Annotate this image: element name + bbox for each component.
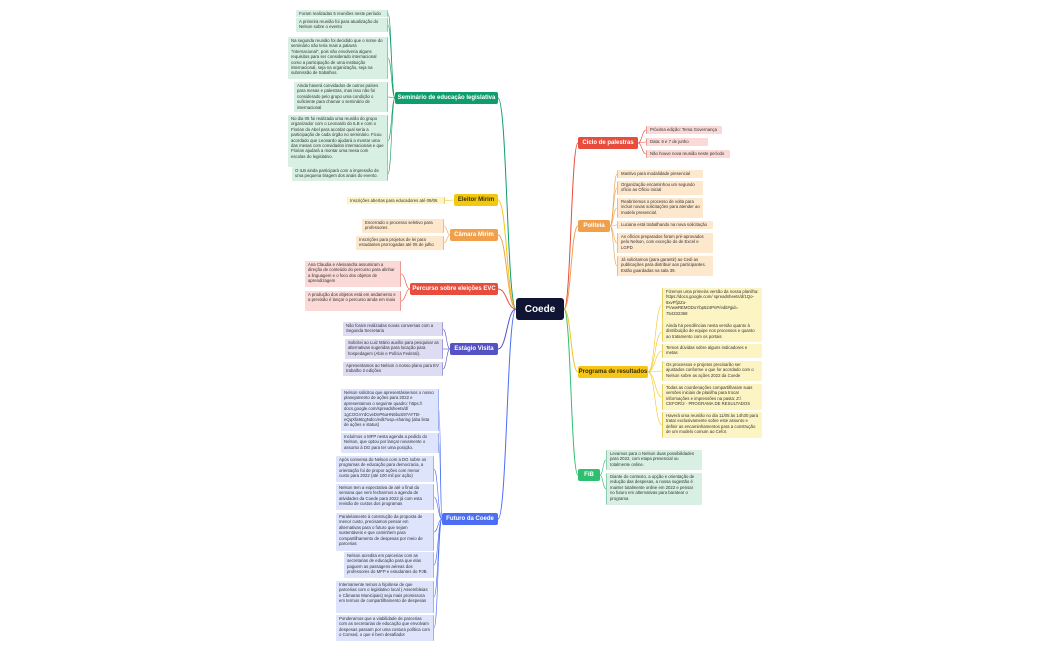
leaf-note-ciclo-0[interactable]: Próxima edição: Tema Governança <box>646 126 722 134</box>
branch-connector-camara <box>497 234 517 310</box>
leaf-connector-futuro-7 <box>433 518 443 629</box>
leaf-connector-politeia-2 <box>609 207 618 227</box>
leaf-connector-politeia-1 <box>609 187 618 227</box>
branch-node-fib[interactable]: FiB <box>578 469 600 481</box>
leaf-note-programa-4[interactable]: Todas as coordenações compartilharam sua… <box>662 384 762 410</box>
leaf-note-programa-3[interactable]: Os processos e projetos precisarão ser a… <box>662 361 762 381</box>
leaf-connector-futuro-4 <box>433 518 443 533</box>
branch-connector-ciclo <box>563 142 579 310</box>
branch-connector-estagio <box>497 308 517 350</box>
branch-node-estagio[interactable]: Estágio Visita <box>450 343 498 355</box>
leaf-note-estagio-0[interactable]: Não foram realizadas novas conversas com… <box>343 322 443 336</box>
leaf-connector-futuro-3 <box>433 496 443 520</box>
leaf-connector-programa-0 <box>647 304 663 373</box>
branch-connector-fib <box>563 308 579 476</box>
branch-connector-futuro <box>497 308 517 520</box>
leaf-note-camara-1[interactable]: Inscrições para projetos de lei para est… <box>356 236 444 250</box>
leaf-note-politeia-4[interactable]: As ofícios preparados foram pré-aprovado… <box>617 233 713 253</box>
leaf-connector-fib-1 <box>599 474 607 490</box>
branch-node-politeia[interactable]: Politeia <box>578 220 610 232</box>
branch-node-camara[interactable]: Câmara Mirim <box>450 229 498 241</box>
branch-connector-programa <box>563 308 579 373</box>
leaf-connector-ciclo-0 <box>637 129 647 144</box>
leaf-note-programa-0[interactable]: Fizemos uma primeira versão da nossa pla… <box>662 288 762 322</box>
leaf-connector-politeia-3 <box>609 224 618 227</box>
leaf-note-percurso-0[interactable]: Ana Claudia e Alessandra assumiram a dir… <box>305 261 401 287</box>
branch-connector-seminario <box>497 97 517 310</box>
leaf-connector-seminario-5 <box>387 97 396 175</box>
leaf-connector-futuro-1 <box>438 442 443 520</box>
leaf-note-seminario-0[interactable]: Foram realizadas 5 reuniões neste períod… <box>296 10 388 17</box>
branch-connector-percurso <box>497 288 517 310</box>
leaf-note-programa-2[interactable]: Temos dúvidas sobre alguns indicadores e… <box>662 344 762 358</box>
leaf-connector-futuro-0 <box>438 409 443 520</box>
leaf-note-percurso-1[interactable]: A produção dos objetos está em andamento… <box>305 291 401 311</box>
leaf-connector-percurso-1 <box>400 288 411 302</box>
central-node[interactable]: Coede <box>516 298 564 320</box>
leaf-connector-seminario-3 <box>387 96 396 99</box>
leaf-note-futuro-0[interactable]: Nelson solicitou que apresentássemos o n… <box>341 389 439 431</box>
leaf-note-seminario-4[interactable]: No dia 05 foi realizada uma reunião do g… <box>288 115 388 167</box>
leaf-connector-programa-5 <box>647 371 663 426</box>
leaf-connector-programa-2 <box>647 350 663 373</box>
leaf-connector-ciclo-2 <box>637 142 647 155</box>
leaf-connector-camara-0 <box>443 225 451 236</box>
leaf-note-politeia-1[interactable]: Organização encaminhou um segundo ofício… <box>617 181 703 195</box>
leaf-note-futuro-1[interactable]: Incluímos o MFP nesta agenda a pedido do… <box>341 433 439 453</box>
leaf-note-futuro-7[interactable]: Ponderamos que a viabilidade de parceria… <box>336 615 434 641</box>
leaf-note-camara-0[interactable]: Encerrado o processo seletivo para profe… <box>362 219 444 233</box>
leaf-note-politeia-3[interactable]: Luciana está trabalhando na nova solicit… <box>617 221 713 229</box>
leaf-note-seminario-1[interactable]: A primeira reunião foi para atualização … <box>296 18 388 32</box>
leaf-note-eleitor-0[interactable]: Inscrições abertas para educadores até 0… <box>347 197 445 204</box>
leaf-connector-programa-1 <box>647 331 663 373</box>
leaf-connector-percurso-0 <box>400 273 411 290</box>
leaf-note-futuro-3[interactable]: Nelson tem a expectativa de até o final … <box>336 484 434 510</box>
leaf-connector-seminario-2 <box>387 57 396 99</box>
branch-node-percurso[interactable]: Percurso sobre eleições EVC <box>410 283 498 295</box>
leaf-connector-programa-4 <box>647 371 663 398</box>
leaf-note-seminario-2[interactable]: Na segunda reunião foi decidido que o no… <box>288 37 388 79</box>
leaf-note-futuro-5[interactable]: Nelson acredita em parcerias com as secr… <box>344 552 434 578</box>
branch-node-ciclo[interactable]: Ciclo de palestras <box>578 137 638 149</box>
branch-node-eleitor[interactable]: Eleitor Mirim <box>454 194 498 206</box>
leaf-note-futuro-6[interactable]: Internamente temos a hipótese de que par… <box>336 581 434 613</box>
leaf-note-ciclo-2[interactable]: Não houve nova reunião neste período <box>646 150 730 158</box>
branch-connector-politeia <box>563 225 579 310</box>
leaf-connector-estagio-0 <box>442 328 451 350</box>
leaf-note-futuro-2[interactable]: Após conversa do Nelson com a DG sobre o… <box>336 456 434 482</box>
branch-node-programa[interactable]: Programa de resultados <box>578 366 648 378</box>
leaf-note-estagio-1[interactable]: Solicitei ao Luiz Mário auxílio para pes… <box>345 339 443 359</box>
leaf-connector-futuro-2 <box>433 468 443 520</box>
leaf-note-politeia-0[interactable]: Mantivo para modalidade presencial <box>617 170 703 178</box>
leaf-connector-estagio-2 <box>442 348 451 370</box>
leaf-connector-camara-1 <box>443 234 451 244</box>
leaf-note-fib-0[interactable]: Levamos para o Nelson duas possibilidade… <box>606 450 702 470</box>
leaf-note-ciclo-1[interactable]: Data: 6 e 7 de junho <box>646 138 708 146</box>
leaf-note-politeia-2[interactable]: Reabriremos o processo de volta para inc… <box>617 198 703 218</box>
leaf-note-fib-1[interactable]: Diante do contexto, a opção e orientação… <box>606 473 702 505</box>
leaf-connector-eleitor-0 <box>444 199 455 201</box>
leaf-note-seminario-3[interactable]: Ainda haverá convidados de outros países… <box>294 82 388 112</box>
leaf-note-programa-5[interactable]: Haverá uma reunião no dia 11/05 às 14h30… <box>662 412 762 438</box>
leaf-note-estagio-2[interactable]: Apresentamos ao Nelson o nosso plano par… <box>343 362 443 376</box>
leaf-connector-programa-3 <box>647 370 663 373</box>
leaf-note-politeia-5[interactable]: Já solicitamos (para garantir) ao Cedi a… <box>617 256 713 276</box>
branch-node-futuro[interactable]: Futuro da Coede <box>442 513 498 525</box>
leaf-connector-futuro-6 <box>433 518 443 598</box>
leaf-note-seminario-5[interactable]: O ILB ainda participará com a impressão … <box>292 167 388 181</box>
branch-connector-eleitor <box>497 199 517 310</box>
leaf-connector-politeia-5 <box>609 225 618 267</box>
leaf-connector-seminario-1 <box>387 24 396 99</box>
leaf-note-programa-1[interactable]: Ainda há pendências nesta versão quanto … <box>662 322 762 342</box>
leaf-note-futuro-4[interactable]: Paralelamente à construção da proposta d… <box>336 513 434 551</box>
leaf-connector-fib-0 <box>599 459 607 476</box>
branch-node-seminario[interactable]: Seminário de educação legislativa <box>395 92 498 104</box>
